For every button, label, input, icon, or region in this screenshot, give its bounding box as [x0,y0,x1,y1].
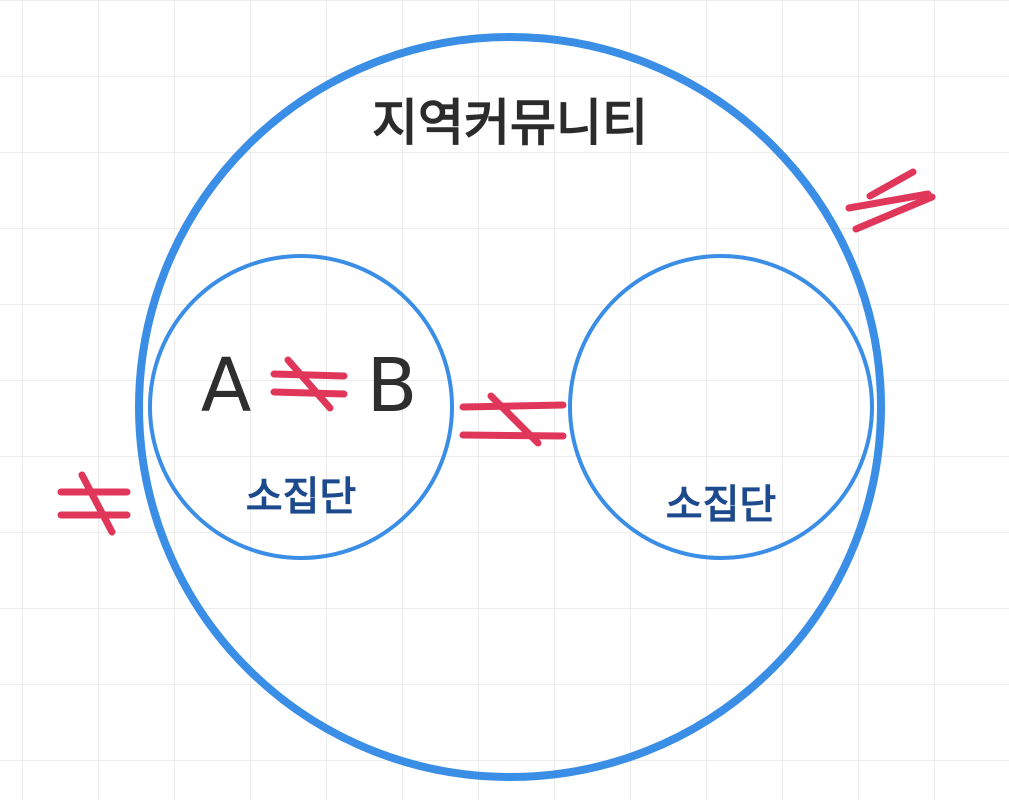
left-subgroup-circle [148,254,454,560]
not-equal-mark-outside-left: ≠ [57,471,131,536]
not-equal-mark-ab: ≠ [270,356,348,412]
not-equal-mark-groups: ≠ [459,392,567,447]
not-equal-mark-outside-right: ≠ [845,168,936,233]
right-subgroup-label: 소집단 [666,482,777,528]
member-b-label: B [367,343,418,429]
right-subgroup-circle [568,254,874,560]
community-circle [135,33,885,781]
member-a-label: A [201,343,252,429]
left-subgroup-label: 소집단 [246,474,357,520]
community-title: 지역커뮤니티 [372,94,648,152]
